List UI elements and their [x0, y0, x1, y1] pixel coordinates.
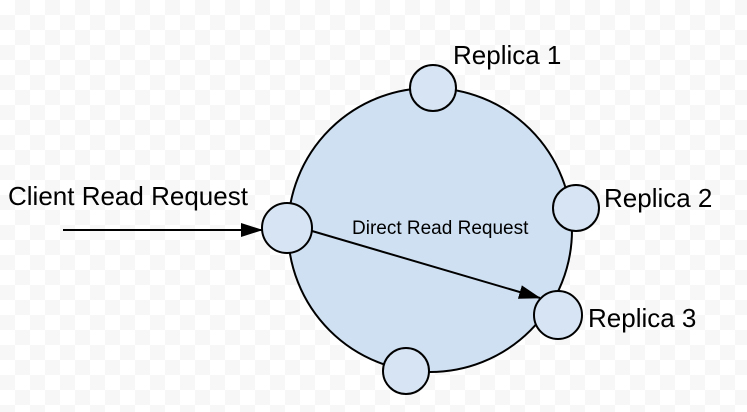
node-replica-1 [409, 64, 457, 112]
node-replica-3 [533, 290, 583, 340]
node-replica-2 [552, 184, 600, 232]
label-replica-3: Replica 3 [588, 303, 696, 333]
node-coordinator [261, 202, 313, 254]
node-bottom [382, 347, 430, 395]
label-client-read-request: Client Read Request [8, 181, 249, 211]
direct-read-arrow [311, 230, 541, 299]
label-replica-1: Replica 1 [453, 40, 561, 70]
label-direct-read-request: Direct Read Request [352, 218, 529, 239]
label-replica-2: Replica 2 [604, 183, 712, 213]
